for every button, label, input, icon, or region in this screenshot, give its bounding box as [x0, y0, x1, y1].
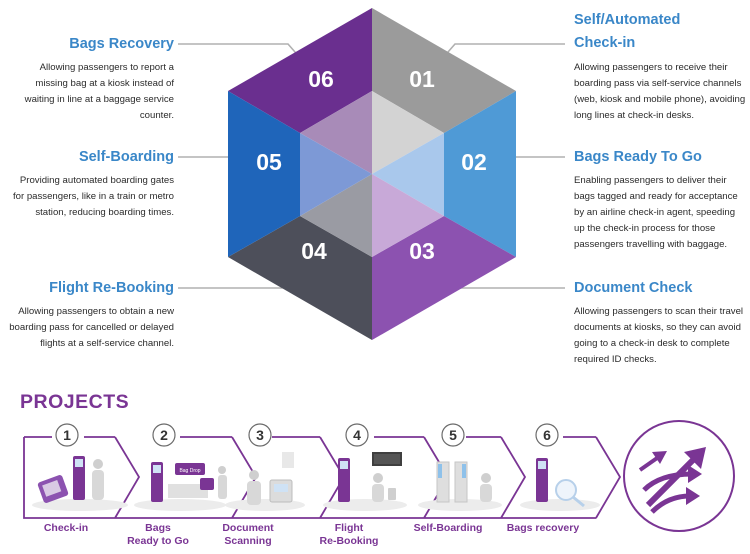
callout-04-desc: Allowing passengers to obtain a new boar…: [9, 306, 174, 349]
step-3-label: Document Scanning: [222, 522, 274, 547]
callout-03-title: Document Check: [574, 280, 693, 296]
segment-number-06: 06: [308, 66, 334, 92]
step-1-badge: 1: [55, 423, 79, 447]
segment-05: [228, 91, 300, 257]
inner-03: [372, 174, 444, 257]
bag-drop-icon: Bag Drop: [134, 462, 227, 511]
projects-title: PROJECTS: [20, 391, 130, 413]
segment-number-03: 03: [409, 238, 435, 264]
svg-text:6: 6: [543, 427, 551, 443]
callout-05-title: Self-Boarding: [78, 149, 174, 165]
kiosk-icon: [32, 456, 128, 511]
document-scanner-icon: [225, 452, 305, 511]
svg-text:Bag Drop: Bag Drop: [179, 468, 200, 474]
step-2-badge: 2: [152, 423, 176, 447]
callout-02: Bags Ready To Go Enabling passengers to …: [574, 146, 746, 253]
callout-03: Document Check Allowing passengers to sc…: [574, 277, 746, 368]
svg-text:5: 5: [449, 427, 457, 443]
inner-05: [300, 133, 372, 216]
segment-number-05: 05: [256, 149, 282, 175]
step-2-label: Bags Ready to Go: [127, 522, 189, 547]
svg-text:2: 2: [160, 427, 168, 443]
svg-text:4: 4: [353, 427, 361, 443]
segment-01: [372, 8, 516, 133]
segment-number-01: 01: [409, 66, 435, 92]
segment-06: [228, 8, 372, 133]
step-3-badge: 3: [248, 423, 272, 447]
segment-number-04: 04: [301, 238, 327, 264]
callout-05-desc: Providing automated boarding gates for p…: [12, 175, 174, 218]
svg-text:1: 1: [63, 427, 71, 443]
step-1-label: Check-in: [43, 522, 89, 534]
callout-06: Bags Recovery Allowing passengers to rep…: [8, 33, 174, 124]
boarding-gate-icon: [418, 461, 502, 511]
callout-01-desc: Allowing passengers to receive their boa…: [574, 62, 746, 121]
step-6-badge: 6: [535, 423, 559, 447]
callout-01: Self/Automated Check-in Allowing passeng…: [574, 9, 746, 124]
arrows-icon: [623, 420, 735, 532]
step-4-badge: 4: [345, 423, 369, 447]
step-5-label: Self-Boarding: [413, 522, 483, 534]
callout-04: Flight Re-Booking Allowing passengers to…: [8, 277, 174, 352]
callout-06-title: Bags Recovery: [69, 36, 174, 52]
inner-04: [300, 174, 372, 257]
inner-02: [372, 133, 444, 216]
segment-03: [372, 216, 516, 340]
step-5-badge: 5: [441, 423, 465, 447]
inner-01: [372, 91, 444, 174]
bag-recovery-kiosk-icon: [520, 458, 600, 511]
segment-04: [228, 216, 372, 340]
callout-05: Self-Boarding Providing automated boardi…: [8, 146, 174, 221]
step-4-label: Flight Re-Booking: [319, 522, 379, 547]
callout-01-title: Self/Automated Check-in: [574, 12, 681, 51]
rebooking-kiosk-icon: [323, 452, 407, 511]
hexagon-diagram: 06 01 02 03 04 05: [178, 8, 565, 340]
inner-06: [300, 91, 372, 174]
callout-06-desc: Allowing passengers to report a missing …: [24, 62, 174, 121]
svg-text:3: 3: [256, 427, 264, 443]
callout-02-desc: Enabling passengers to deliver their bag…: [574, 175, 738, 250]
callout-04-title: Flight Re-Booking: [49, 280, 174, 296]
callout-02-title: Bags Ready To Go: [574, 149, 702, 165]
segment-number-02: 02: [461, 149, 487, 175]
step-6-label: Bags recovery: [506, 522, 580, 534]
callout-03-desc: Allowing passengers to scan their travel…: [574, 306, 744, 365]
segment-02: [444, 91, 516, 257]
